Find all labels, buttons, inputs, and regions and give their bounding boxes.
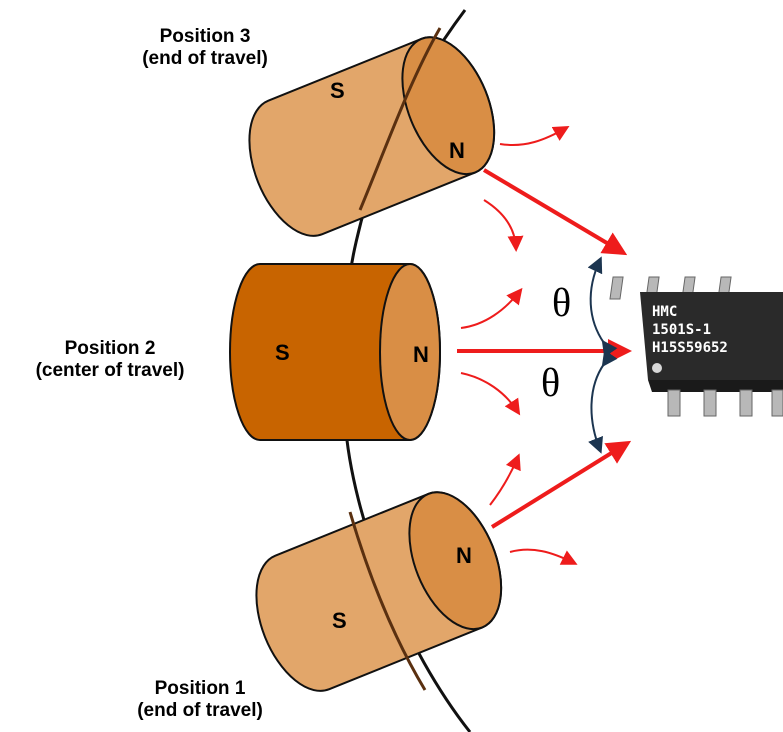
position-2-label: Position 2 (center of travel) — [0, 338, 220, 382]
chip-marking-line-2: 1501S-1 — [652, 322, 711, 338]
field-curve-1a — [489, 453, 521, 506]
position-1-subtitle: (end of travel) — [137, 700, 263, 721]
hmc1501-sensor-chip: HMC 1501S-1 H15S59652 — [609, 276, 783, 417]
pole-n-position-2: N — [413, 342, 429, 367]
pole-s-position-1: S — [332, 608, 347, 633]
field-curve-2a — [460, 287, 523, 329]
field-line-position-1 — [490, 440, 632, 529]
travel-arc-over-magnet-1 — [348, 511, 427, 691]
field-curve-3a — [499, 126, 570, 146]
position-2-subtitle: (center of travel) — [35, 360, 185, 381]
theta-lower: θ — [541, 360, 560, 405]
pole-n-position-3: N — [449, 138, 465, 163]
position-3-subtitle: (end of travel) — [142, 48, 268, 69]
angle-arc-lower — [588, 349, 618, 454]
pole-s-position-3: S — [330, 78, 345, 103]
field-line-position-3 — [482, 168, 628, 256]
position-3-label: Position 3 (end of travel) — [95, 26, 315, 70]
chip-marking-line-1: HMC — [652, 304, 677, 320]
position-1-title: Position 1 — [154, 678, 246, 699]
pole-n-position-1: N — [456, 543, 472, 568]
magnet-position-1 — [255, 491, 503, 692]
chip-marking-line-3: H15S59652 — [652, 340, 728, 356]
field-curve-3b — [483, 199, 524, 252]
theta-upper: θ — [552, 280, 571, 325]
angle-arc-upper — [587, 256, 618, 358]
magnet-position-2 — [229, 263, 441, 441]
magnet-position-3 — [248, 36, 496, 237]
field-curve-1b — [509, 548, 578, 565]
position-2-title: Position 2 — [64, 338, 156, 359]
pole-s-position-2: S — [275, 340, 290, 365]
travel-arc-over-magnet-3 — [358, 27, 442, 211]
field-curve-2b — [460, 372, 521, 416]
position-1-label: Position 1 (end of travel) — [90, 678, 310, 722]
position-3-title: Position 3 — [159, 26, 251, 47]
